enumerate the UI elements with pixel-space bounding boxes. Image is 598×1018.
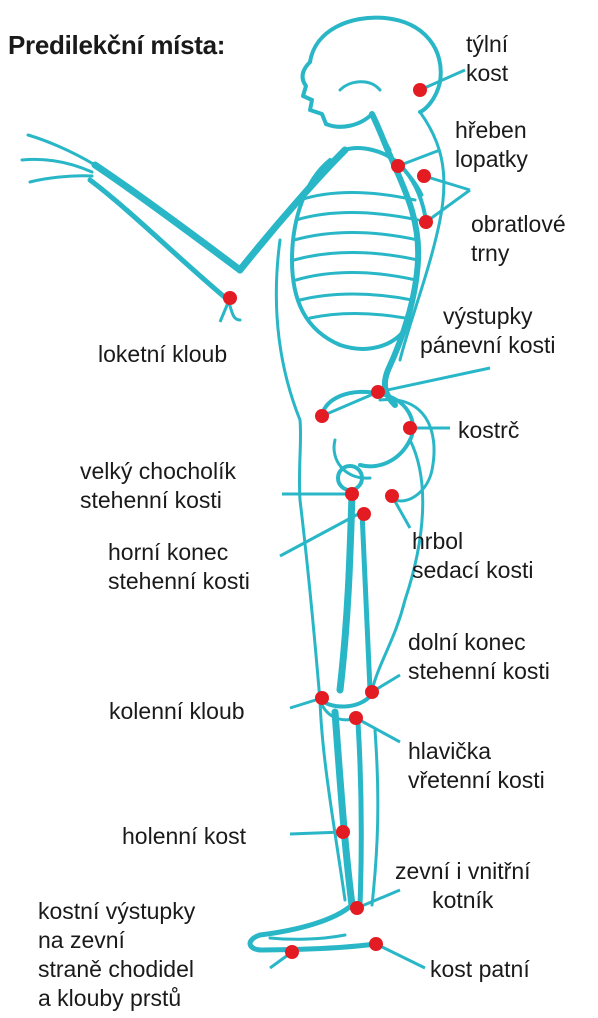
marker-vystupky-panevni-1	[371, 385, 385, 399]
marker-dolni-konec	[365, 685, 379, 699]
marker-velky-chocholik	[345, 487, 359, 501]
label-kost-patni: kost patní	[430, 955, 530, 984]
label-kostrc: kostrč	[458, 416, 519, 445]
marker-vystupky-panevni-2	[315, 409, 329, 423]
marker-kost-patni	[369, 937, 383, 951]
marker-hrbol-sedaci	[385, 489, 399, 503]
page-title: Predilekční místa:	[8, 30, 225, 61]
leader-lines	[220, 70, 490, 968]
marker-loketni-kloub	[223, 291, 237, 305]
marker-obratlove-trny-2	[419, 215, 433, 229]
marker-vystupky-chodidel	[285, 945, 299, 959]
marker-kostrc	[403, 421, 417, 435]
marker-kotnik	[350, 901, 364, 915]
marker-horni-konec	[357, 507, 371, 521]
marker-tylni-kost	[413, 83, 427, 97]
label-loketni-kloub: loketní kloub	[98, 340, 227, 369]
label-kolenni-kloub: kolenní kloub	[109, 697, 245, 726]
marker-hlavicka-vretenni	[349, 711, 363, 725]
marker-kolenni-kloub	[315, 691, 329, 705]
marker-obratlove-trny-1	[417, 169, 431, 183]
marker-holenni-kost	[336, 825, 350, 839]
label-holenni-kost: holenní kost	[122, 822, 246, 851]
marker-hreben-lopatky	[391, 159, 405, 173]
